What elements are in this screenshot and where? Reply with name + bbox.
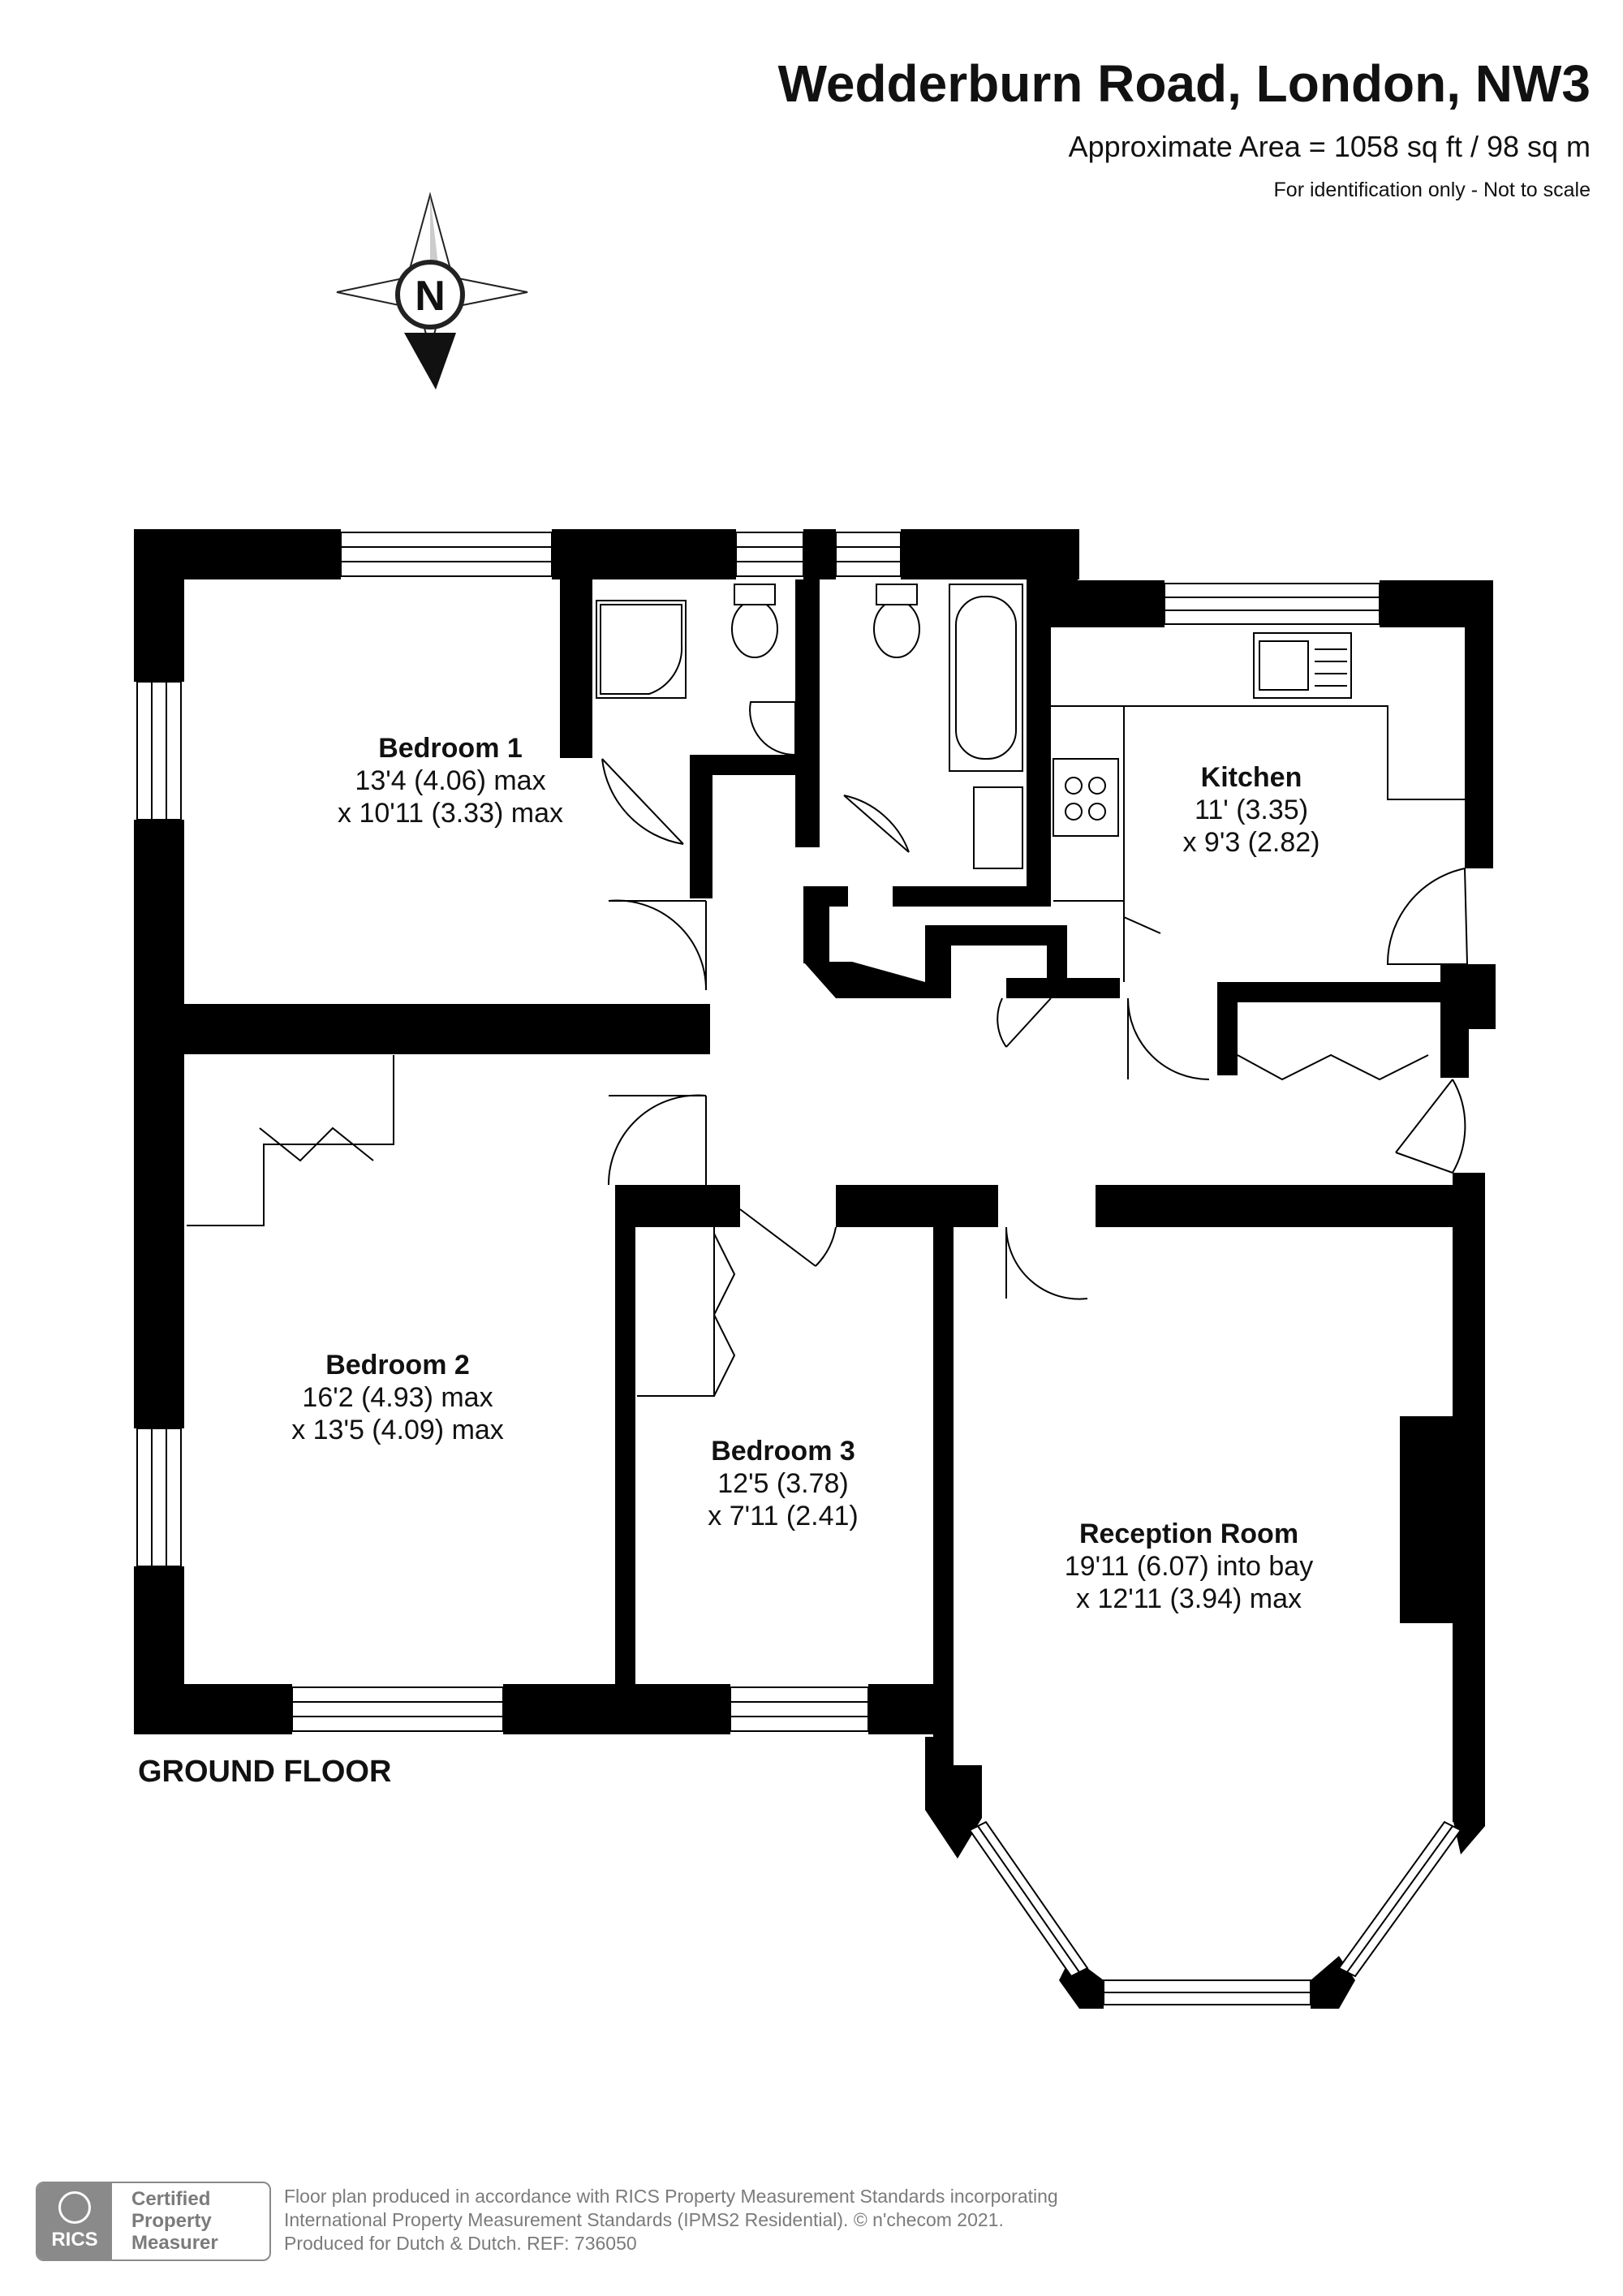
fixtures [596, 584, 1465, 982]
property-title: Wedderburn Road, London, NW3 [777, 54, 1591, 113]
room-name: Bedroom 3 [711, 1436, 855, 1467]
approximate-area: Approximate Area = 1058 sq ft / 98 sq m [1068, 130, 1591, 163]
scale-note: For identification only - Not to scale [1273, 179, 1591, 201]
room-kitchen: Kitchen 11' (3.35) x 9'3 (2.82) [1182, 761, 1319, 859]
room-dimension: x 9'3 (2.82) [1182, 827, 1320, 858]
compass-north-label: N [415, 273, 446, 320]
room-dimension: x 12'11 (3.94) max [1076, 1583, 1302, 1614]
room-dimension: 16'2 (4.93) max [302, 1382, 493, 1413]
footer-line: Produced for Dutch & Dutch. REF: 736050 [284, 2233, 637, 2254]
room-dimension: 12'5 (3.78) [717, 1468, 849, 1499]
room-dimension: x 10'11 (3.33) max [338, 798, 563, 829]
room-name: Kitchen [1200, 762, 1302, 793]
room-name: Reception Room [1078, 1518, 1299, 1549]
room-bedroom-3: Bedroom 3 12'5 (3.78) x 7'11 (2.41) [708, 1435, 858, 1532]
footer-line: Floor plan produced in accordance with R… [284, 2186, 1058, 2207]
rics-logo-icon: RICS [37, 2183, 112, 2259]
room-dimension: x 7'11 (2.41) [708, 1501, 859, 1531]
badge-line: Measurer [131, 2232, 218, 2254]
room-dimension: 13'4 (4.06) max [355, 765, 546, 796]
floor-label: GROUND FLOOR [138, 1755, 392, 1789]
walls [134, 529, 1496, 2009]
windows [136, 532, 1462, 2005]
room-bedroom-2: Bedroom 2 16'2 (4.93) max x 13'5 (4.09) … [291, 1349, 504, 1446]
badge-line: Property [131, 2210, 212, 2232]
doors [187, 758, 1468, 1397]
room-dimension: x 13'5 (4.09) max [291, 1415, 504, 1445]
badge-text: Certified Property Measurer [131, 2188, 218, 2254]
room-reception: Reception Room 19'11 (6.07) into bay x 1… [1065, 1518, 1313, 1615]
footer-text: Floor plan produced in accordance with R… [284, 2185, 1058, 2255]
rics-badge: RICS Certified Property Measurer [36, 2182, 271, 2261]
room-name: Bedroom 1 [378, 733, 523, 764]
room-name: Bedroom 2 [325, 1350, 470, 1381]
room-dimension: 19'11 (6.07) into bay [1064, 1551, 1314, 1582]
badge-line: Certified [131, 2188, 211, 2210]
rics-logo-text: RICS [51, 2229, 98, 2251]
room-dimension: 11' (3.35) [1194, 795, 1309, 825]
compass-icon: N [336, 192, 528, 390]
room-bedroom-1: Bedroom 1 13'4 (4.06) max x 10'11 (3.33)… [338, 732, 563, 829]
footer-line: International Property Measurement Stand… [284, 2209, 1004, 2230]
